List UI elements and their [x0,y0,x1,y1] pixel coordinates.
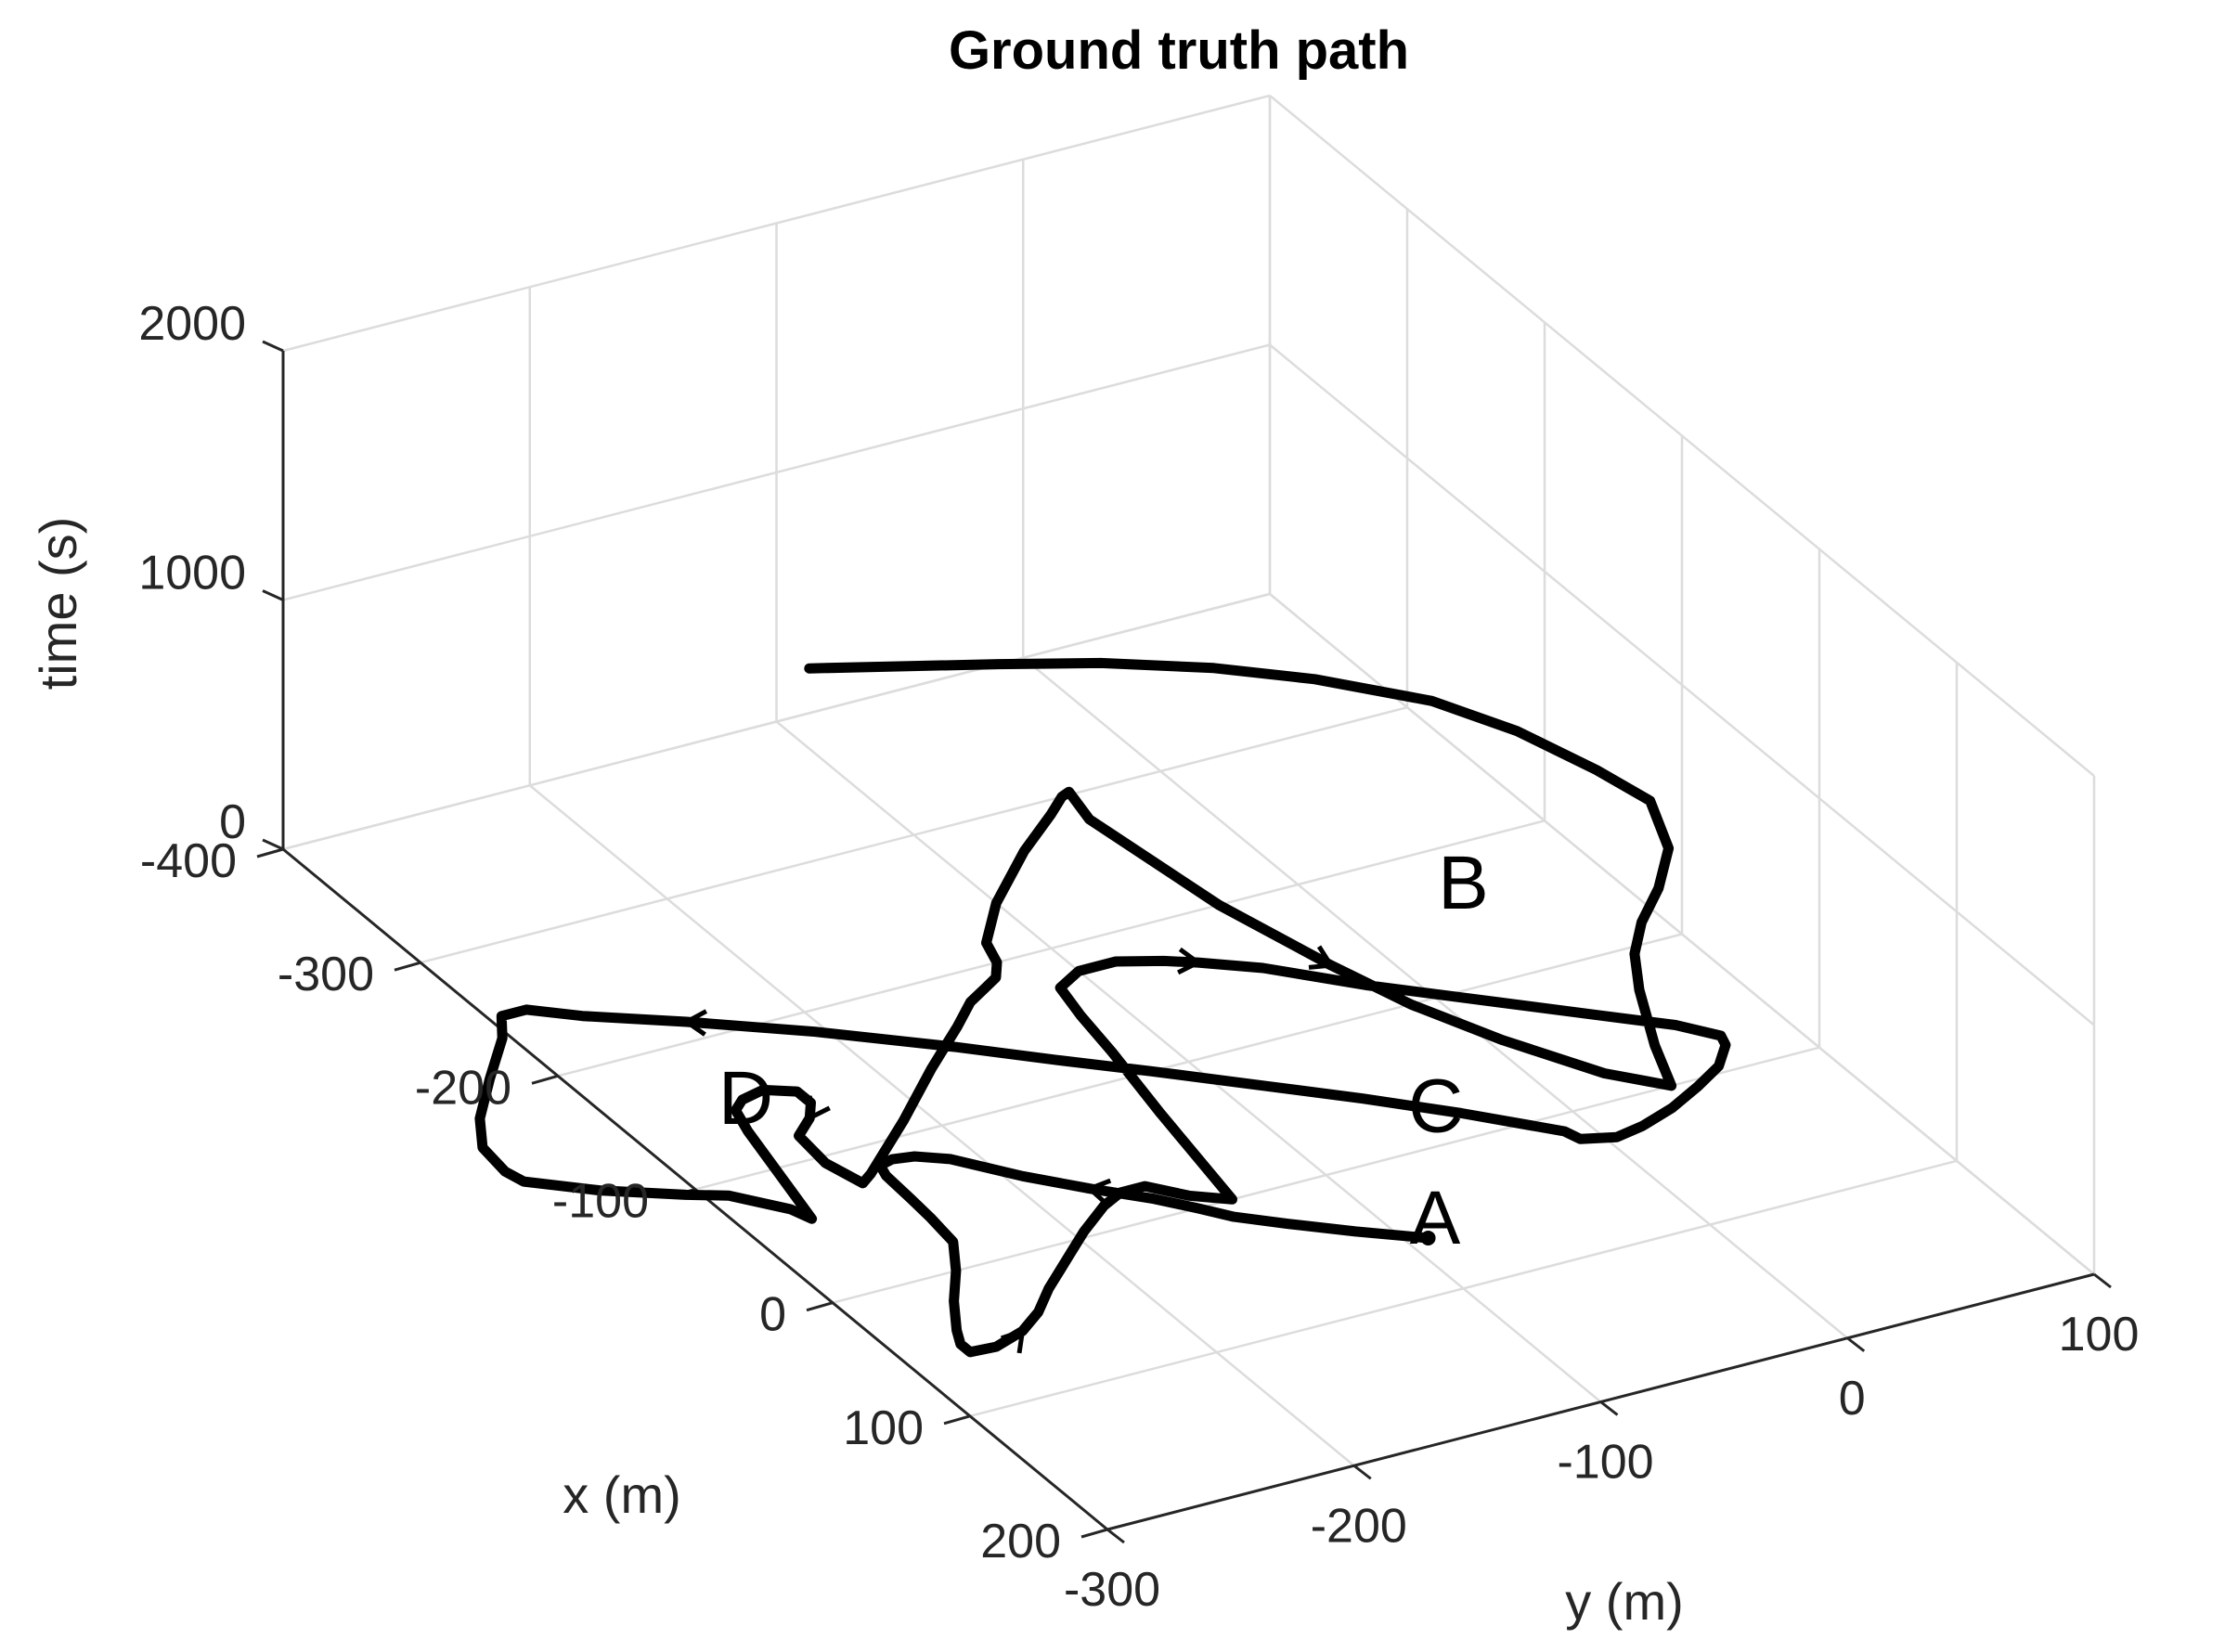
axes-layer [256,340,2112,1544]
point-label-d: D [718,1056,773,1141]
y-tick [2093,1272,2112,1289]
sidewall-gridline-t [1269,593,2095,1275]
direction-arrow [1085,1178,1112,1206]
sidewall-gridline-t [1269,95,2095,777]
point-label-a: A [1410,1176,1461,1260]
x-tick [531,1074,559,1085]
x-tick [1080,1528,1108,1539]
y-tick-label: 100 [2059,1308,2140,1362]
direction-arrow [807,1095,831,1122]
sidewall-gridline-t [1269,343,2095,1026]
direction-arrow [1177,947,1203,975]
backwall-gridline-t [282,94,1271,353]
z-tick-label: 2000 [138,297,246,351]
point-label-c: C [1408,1065,1463,1149]
floor-gridline-y [775,720,1602,1403]
z-tick-label: 1000 [138,547,246,600]
path-layer [474,657,1731,1358]
z-tick [262,589,284,601]
y-tick [1352,1465,1372,1480]
y-tick [1599,1400,1619,1416]
floor-gridline-y [528,784,1355,1467]
x-tick-label: -200 [415,1061,511,1115]
direction-arrow [681,1009,708,1037]
point-label-b: B [1438,841,1489,925]
y-tick-label: -300 [1064,1563,1160,1617]
grid-layer [281,94,2096,1531]
start-point-marker [1420,1230,1436,1245]
backwall-gridline-t [282,343,1271,601]
x-tick [256,847,284,858]
y-axis-label: y (m) [1565,1572,1684,1631]
z-tick-label: 0 [219,795,246,849]
x-tick [394,961,421,972]
x-tick [943,1414,971,1426]
x-tick-label: 0 [759,1288,786,1342]
trajectory-line [474,657,1731,1358]
x-tick-label: -300 [278,948,374,1001]
x-tick [806,1301,834,1312]
z-axis-label: time (s) [29,517,87,690]
y-tick-label: -100 [1557,1436,1653,1490]
y-tick-label: 0 [1839,1372,1866,1426]
direction-arrow [1308,945,1336,970]
text-layer: Ground truth path x (m) y (m) time (s) -… [29,20,2139,1631]
z-tick [262,340,284,353]
z-tick [262,838,284,851]
chart-title: Ground truth path [949,20,1409,81]
backwall-gridline-t [282,592,1271,851]
y-tick-label: -200 [1311,1499,1407,1553]
x-tick-label: 100 [843,1401,924,1455]
x-tick-label: -400 [140,834,237,888]
y-tick [1106,1528,1125,1544]
x-axis-label: x (m) [563,1465,681,1524]
x-tick-label: 200 [980,1515,1061,1568]
y-tick [1846,1336,1866,1352]
direction-arrow [1000,1327,1026,1354]
x-tick-label: -100 [552,1175,649,1229]
